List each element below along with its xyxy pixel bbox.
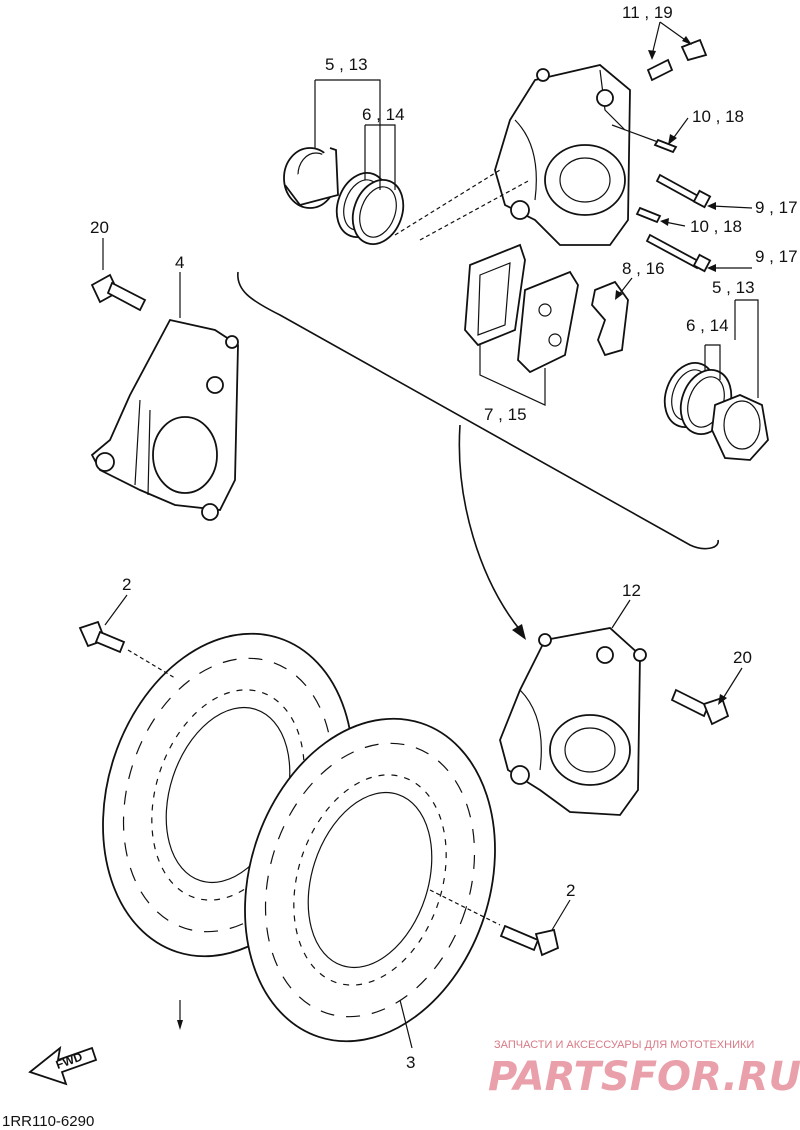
disc-bolt-bottom <box>429 889 571 957</box>
brake-pads <box>464 243 579 406</box>
bleeder-screw <box>646 38 708 82</box>
callout-20-left: 20 <box>90 218 109 237</box>
watermark-brand: PARTSFOR.RU <box>488 1054 800 1100</box>
watermark-tagline: ЗАПЧАСТИ И АКСЕССУАРЫ ДЛЯ МОТОТЕХНИКИ <box>494 1039 754 1051</box>
exploded-view-bracket <box>237 271 719 550</box>
callout-11-19: 11 , 19 <box>622 3 673 22</box>
callout-2-top: 2 <box>122 575 131 594</box>
callout-7-15: 7 , 15 <box>484 405 527 424</box>
right-brake-disc <box>244 717 496 1049</box>
top-piston-and-seals <box>283 79 531 245</box>
right-piston-and-seals <box>663 299 769 461</box>
callout-12: 12 <box>622 581 641 600</box>
pad-spring <box>591 277 633 357</box>
callout-20-right: 20 <box>733 648 752 667</box>
callout-2-bottom: 2 <box>566 881 575 900</box>
callout-10-18-a: 10 , 18 <box>692 107 744 126</box>
callout-10-18-b: 10 , 18 <box>690 217 742 236</box>
left-caliper-assembly <box>90 272 239 521</box>
right-caliper-bolt <box>670 667 743 726</box>
callout-5-13-top: 5 , 13 <box>325 55 368 74</box>
pad-pins-and-bolts <box>611 124 712 273</box>
exploded-caliper-body <box>494 64 631 246</box>
callout-6-14-right: 6 , 14 <box>686 316 729 335</box>
callout-8-16: 8 , 16 <box>622 259 665 278</box>
fwd-arrow-icon: FWD <box>28 1045 98 1086</box>
top-right-leaders <box>648 21 753 272</box>
callout-5-13-right: 5 , 13 <box>712 278 755 297</box>
right-caliper-assembly <box>499 599 647 816</box>
callout-9-17-b: 9 , 17 <box>755 247 798 266</box>
callout-6-14-top: 6 , 14 <box>362 105 405 124</box>
callout-9-17-a: 9 , 17 <box>755 198 798 217</box>
callout-4: 4 <box>175 253 184 272</box>
assembly-arrow <box>458 424 521 631</box>
callout-3: 3 <box>406 1053 415 1072</box>
disc-bolt-top <box>78 594 176 679</box>
left-caliper-bolt <box>90 238 147 312</box>
assembly-arrowhead <box>512 624 526 640</box>
watermark: ЗАПЧАСТИ И АКСЕССУАРЫ ДЛЯ МОТОТЕХНИКИ PA… <box>488 1039 800 1100</box>
diagram-code: 1RR110-6290 <box>2 1113 94 1130</box>
